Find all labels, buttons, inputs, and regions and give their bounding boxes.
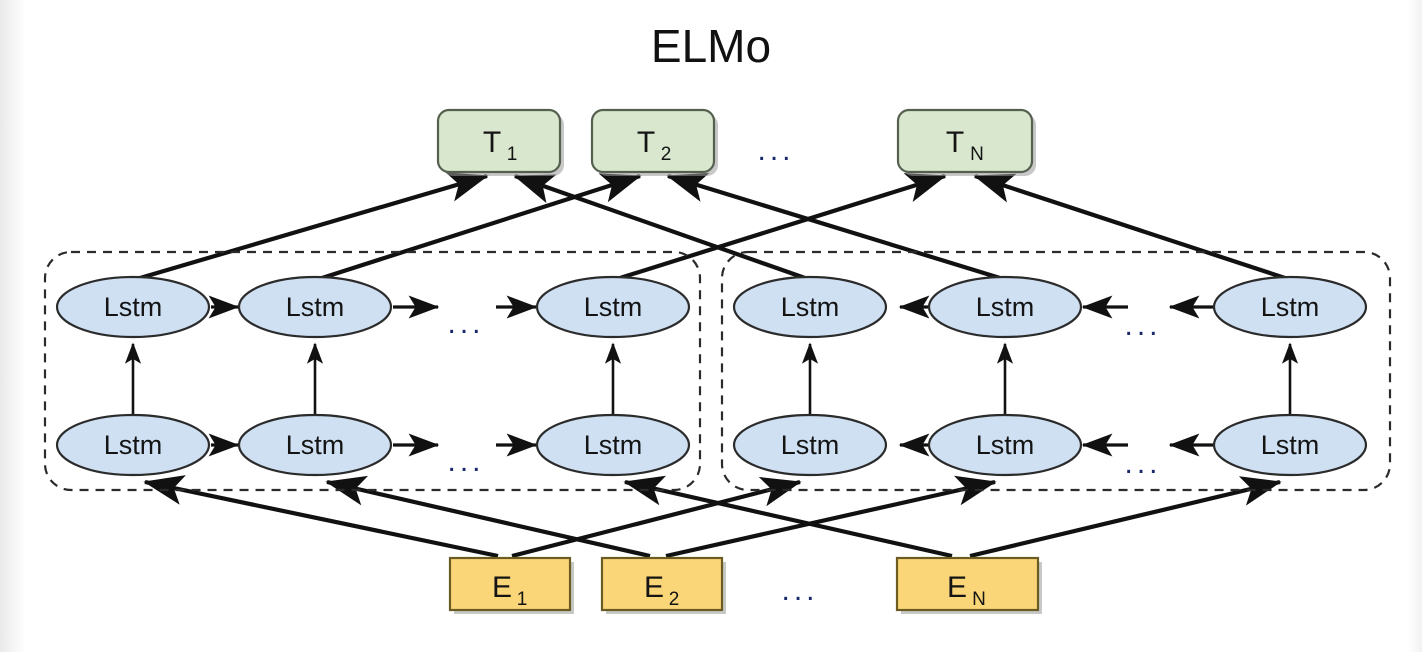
output-layer-ellipsis: ...: [757, 134, 794, 167]
edge-e2-to-backward-lstm2: [665, 475, 997, 559]
lstm-node[interactable]: Lstm: [927, 413, 1083, 477]
edge-e1-to-backward-lstm1: [511, 476, 802, 559]
lstm-node[interactable]: Lstm: [732, 413, 888, 477]
lstm-node-label: Lstm: [976, 430, 1035, 460]
lstm-node-label: Lstm: [104, 292, 163, 322]
lstm-node-label: Lstm: [584, 430, 643, 460]
lstm-node[interactable]: Lstm: [237, 413, 393, 477]
input-node-eN[interactable]: E N: [895, 556, 1042, 614]
embedding-to-lstm-edges: [143, 475, 1282, 559]
output-layer: T 1 T 2 T N ...: [436, 108, 1036, 176]
output-node-t1[interactable]: T 1: [436, 108, 564, 176]
lstm-node-label: Lstm: [976, 292, 1035, 322]
lstm-node[interactable]: Lstm: [55, 275, 211, 339]
lstm-node[interactable]: Lstm: [927, 275, 1083, 339]
lstm-node[interactable]: Lstm: [1212, 413, 1368, 477]
edge-backward-lstm2-to-t2: [666, 172, 1001, 281]
output-node-t2[interactable]: T 2: [590, 108, 718, 176]
edge-backward-lstm1-to-t1: [513, 174, 806, 280]
output-node-subscript: 2: [661, 144, 672, 165]
edge-backward-lstm3-to-tN: [973, 173, 1286, 280]
lstm-node-label: Lstm: [286, 430, 345, 460]
lstm-node[interactable]: Lstm: [55, 413, 211, 477]
output-node-label: T: [946, 126, 964, 159]
edge-e2-to-forward-lstm2: [325, 475, 651, 559]
lstm-node-label: Lstm: [584, 292, 643, 322]
input-node-e2[interactable]: E 2: [600, 556, 726, 614]
input-layer: E 1 E 2 E N ...: [448, 556, 1042, 614]
edge-forward-lstm3-to-tN: [619, 173, 947, 281]
output-node-label: T: [483, 126, 501, 159]
input-node-label: E: [947, 571, 967, 604]
forward-layer2-ellipsis: ...: [447, 307, 484, 340]
lstm-node[interactable]: Lstm: [237, 275, 393, 339]
lstm-node[interactable]: Lstm: [732, 275, 888, 339]
output-node-subscript: N: [970, 144, 984, 165]
lstm-node[interactable]: Lstm: [535, 413, 691, 477]
lstm-node[interactable]: Lstm: [1212, 275, 1368, 339]
lstm-node-label: Lstm: [104, 430, 163, 460]
backward-lstm-stack: Lstm Lstm Lstm ... Lstm Lstm Ls: [732, 275, 1368, 480]
edge-eN-to-backward-lstm3: [969, 476, 1282, 559]
edge-forward-lstm2-to-t2: [321, 173, 642, 280]
input-node-subscript: 2: [669, 589, 680, 610]
page-title: ELMo: [651, 20, 771, 72]
backward-layer2-ellipsis: ...: [1124, 309, 1161, 342]
lstm-node[interactable]: Lstm: [535, 275, 691, 339]
edge-forward-lstm1-to-t1: [139, 172, 489, 281]
lstm-node-label: Lstm: [1261, 430, 1320, 460]
forward-lstm-group-border: [43, 250, 702, 492]
output-node-label: T: [637, 126, 655, 159]
lstm-node-label: Lstm: [286, 292, 345, 322]
input-node-label: E: [644, 571, 664, 604]
edge-e1-to-forward-lstm1: [143, 475, 499, 559]
forward-lstm-stack: Lstm Lstm Lstm ... Lstm Lstm Ls: [55, 275, 691, 478]
lstm-node-label: Lstm: [781, 430, 840, 460]
lstm-to-output-edges: [139, 172, 1286, 281]
forward-layer1-ellipsis: ...: [447, 445, 484, 478]
input-layer-ellipsis: ...: [781, 574, 818, 607]
lstm-node-label: Lstm: [1261, 292, 1320, 322]
backward-layer1-ellipsis: ...: [1124, 447, 1161, 480]
backward-lstm-group-border: [720, 250, 1392, 492]
output-node-tN[interactable]: T N: [896, 108, 1036, 176]
input-node-subscript: 1: [517, 589, 528, 610]
lstm-node-label: Lstm: [781, 292, 840, 322]
input-node-subscript: N: [972, 589, 986, 610]
edge-eN-to-forward-lstm3: [623, 475, 953, 559]
input-node-e1[interactable]: E 1: [448, 556, 574, 614]
input-node-label: E: [492, 571, 512, 604]
output-node-subscript: 1: [507, 144, 518, 165]
